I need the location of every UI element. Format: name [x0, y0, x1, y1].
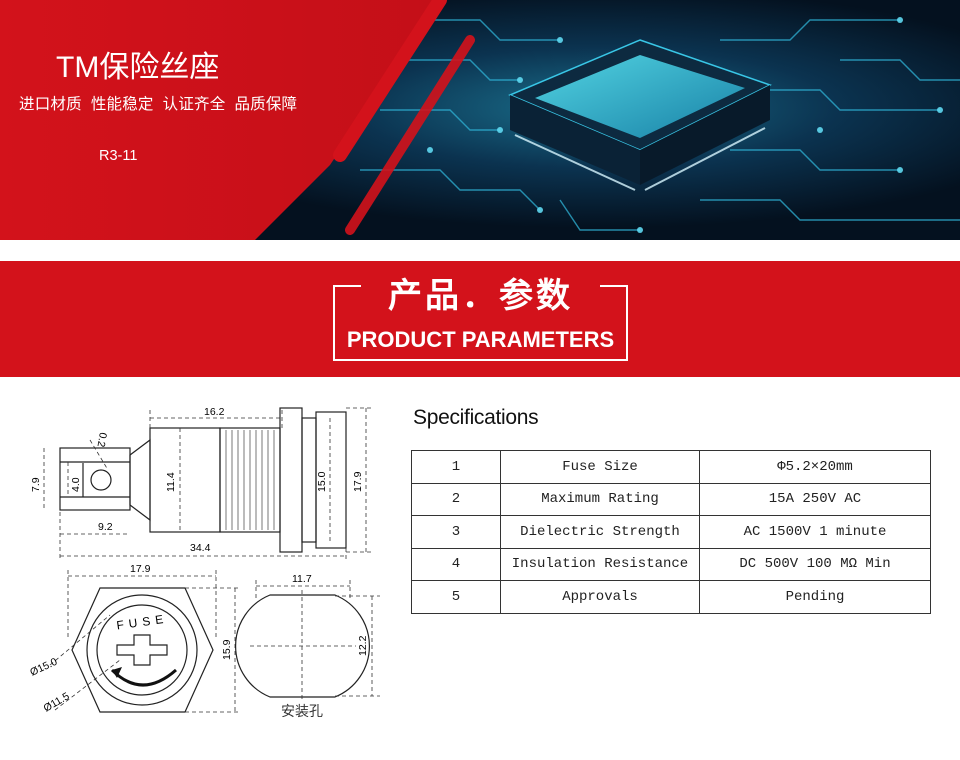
dim-total-length: 34.4	[190, 542, 211, 554]
table-row: 5 Approvals Pending	[411, 580, 931, 614]
spec-name: Maximum Rating	[500, 482, 700, 516]
hero-banner: TM保险丝座 进口材质 性能稳定 认证齐全 品质保障 R3-11	[0, 0, 960, 240]
dim-outer-diameter: Ø15.0	[28, 656, 59, 679]
dim-overall-height: 17.9	[352, 471, 364, 492]
table-row: 4 Insulation Resistance DC 500V 100 MΩ M…	[411, 547, 931, 581]
product-title: TM保险丝座	[56, 51, 220, 84]
dim-screw: 0.2	[94, 431, 108, 448]
dim-top-length: 16.2	[204, 406, 225, 418]
spec-name: Approvals	[500, 580, 700, 614]
section-title-en: PRODUCT PARAMETERS	[346, 327, 615, 352]
spec-name: Fuse Size	[500, 450, 700, 484]
specs-table: 1 Fuse Size Φ5.2×20mm 2 Maximum Rating 1…	[411, 450, 931, 614]
row-number: 4	[411, 547, 501, 581]
dim-left-length: 9.2	[98, 521, 113, 533]
dim-nut-width: 17.9	[130, 563, 151, 575]
section-title-cn: 产品．参数	[388, 277, 573, 315]
spec-value: Pending	[699, 580, 931, 614]
section-banner	[0, 261, 960, 377]
model-number: R3-11	[99, 148, 138, 164]
spec-name: Dielectric Strength	[500, 515, 700, 549]
dim-flange-height: 15.0	[316, 471, 328, 492]
table-row: 3 Dielectric Strength AC 1500V 1 minute	[411, 515, 931, 549]
row-number: 5	[411, 580, 501, 614]
technical-drawing: 16.2 9.2 34.4 7.9 4.0 11.4 15.0 17.9 0.2…	[28, 406, 380, 715]
spec-value: Φ5.2×20mm	[699, 450, 931, 484]
table-row: 1 Fuse Size Φ5.2×20mm	[411, 450, 931, 484]
circuit-board-illustration	[0, 0, 960, 240]
product-tagline: 进口材质 性能稳定 认证齐全 品质保障	[19, 96, 298, 113]
spec-value: 15A 250V AC	[699, 482, 931, 516]
dim-inner-diameter: Ø11.5	[42, 690, 72, 714]
spec-value: DC 500V 100 MΩ Min	[699, 547, 931, 581]
row-number: 1	[411, 450, 501, 484]
specs-title: Specifications	[413, 406, 539, 429]
dim-hole-height: 12.2	[357, 635, 369, 656]
row-number: 2	[411, 482, 501, 516]
dim-hole-width: 11.7	[292, 573, 312, 585]
dim-inner-height: 4.0	[70, 477, 82, 492]
dim-left-height: 7.9	[30, 477, 42, 492]
row-number: 3	[411, 515, 501, 549]
mounting-hole-label: 安装孔	[281, 704, 323, 720]
spec-name: Insulation Resistance	[500, 547, 700, 581]
table-row: 2 Maximum Rating 15A 250V AC	[411, 482, 931, 516]
cap-label: FUSE	[116, 611, 169, 632]
spec-value: AC 1500V 1 minute	[699, 515, 931, 549]
dim-nut-height: 15.9	[221, 639, 233, 660]
dim-body-height: 11.4	[165, 472, 177, 492]
section-title-frame	[333, 285, 628, 361]
